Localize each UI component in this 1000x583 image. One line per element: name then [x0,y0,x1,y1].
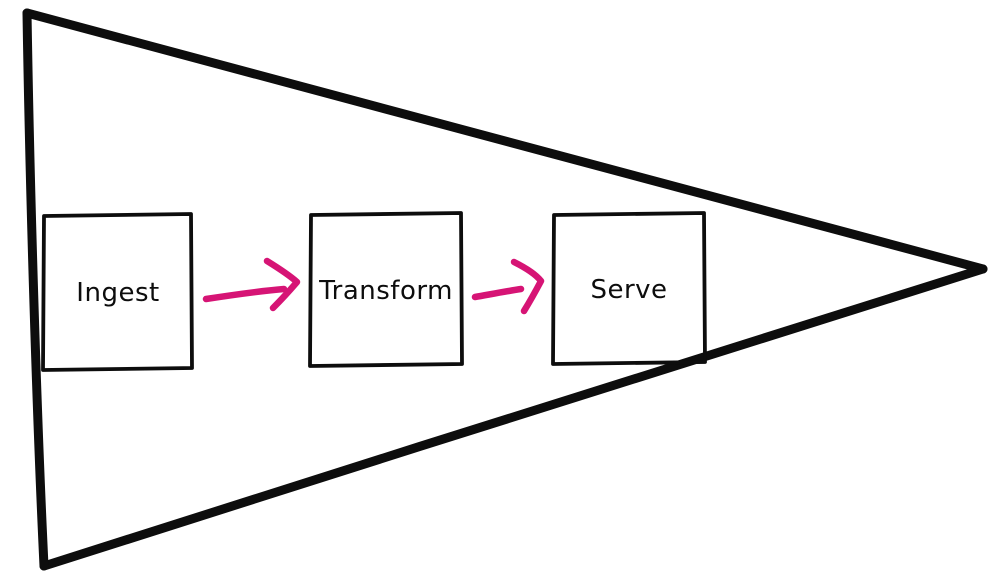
stage-label-ingest: Ingest [76,278,159,308]
stage-box-serve-outline [551,211,707,366]
funnel-left-edge [22,8,49,571]
arrow-transform-to-serve [471,258,545,315]
funnel-bottom-edge [39,264,988,571]
arrow-ingest-to-transform [202,257,301,312]
stage-label-serve: Serve [590,275,667,305]
stage-box-serve: Serve [551,211,707,366]
arrow-shaft [471,285,525,301]
stage-box-transform: Transform [308,211,464,368]
funnel-triangle [22,8,988,571]
stage-box-ingest: Ingest [41,212,194,372]
stage-box-ingest-outline [41,212,194,372]
arrow-head [510,258,545,315]
arrow-head [263,257,301,312]
funnel-top-edge [22,8,988,274]
stage-box-transform-outline [308,211,464,368]
stage-label-transform: Transform [318,276,453,306]
arrow-shaft [202,285,288,303]
